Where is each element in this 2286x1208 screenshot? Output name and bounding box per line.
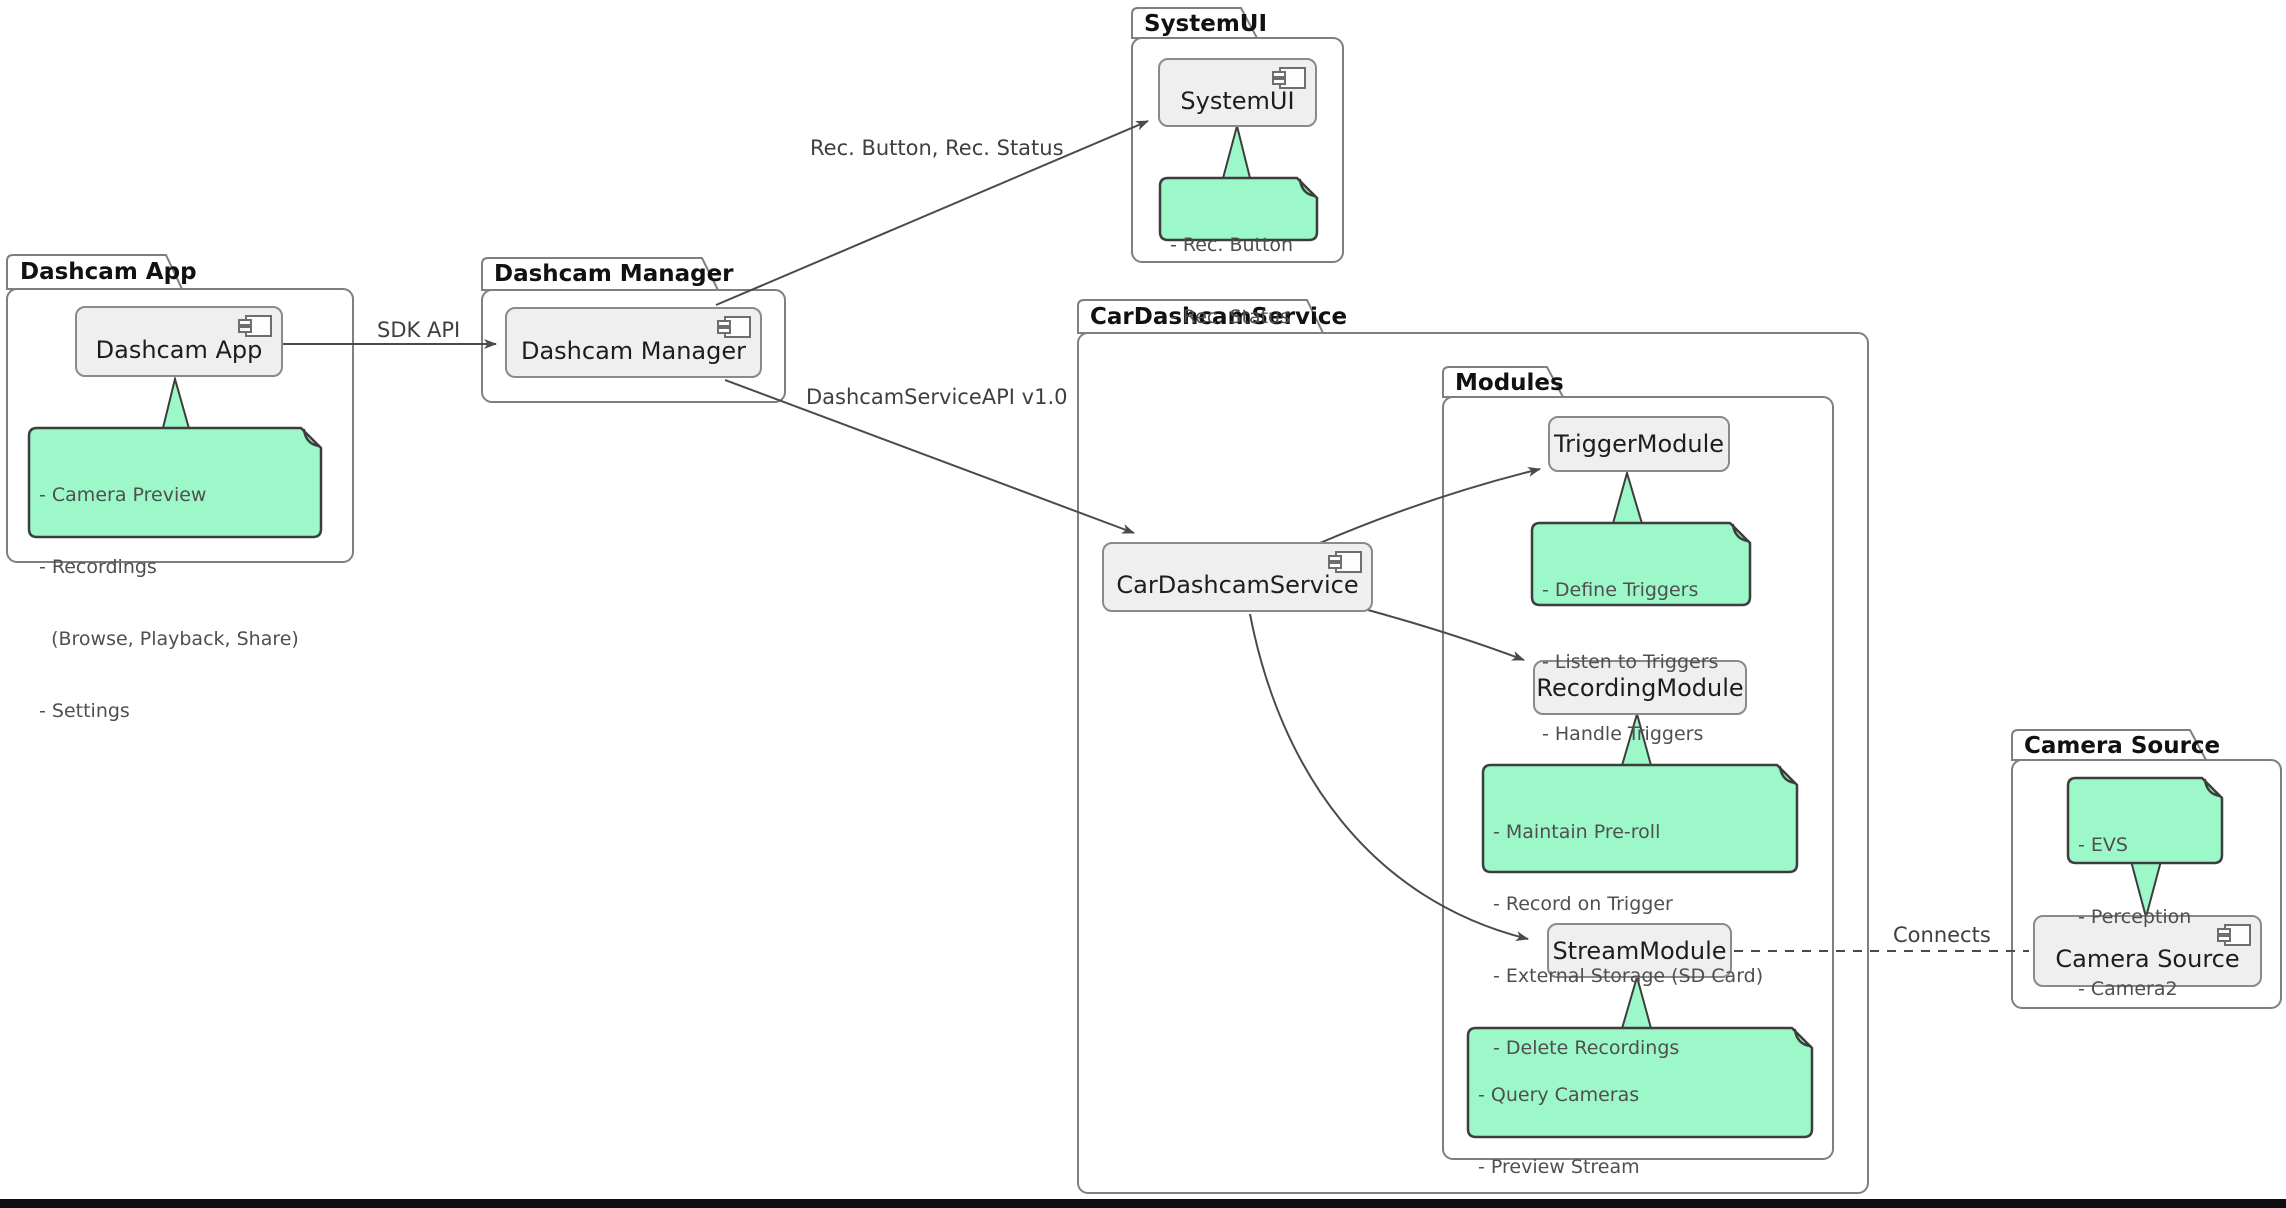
note-systemui: - Rec. Button - Rec. Status: [1170, 234, 1294, 328]
package-title-camera-source: Camera Source: [2024, 733, 2221, 759]
component-cardashcamservice: CarDashcamService: [1102, 542, 1373, 612]
component-systemui: SystemUI: [1158, 58, 1317, 127]
edge-label-sdk-api: SDK API: [377, 318, 461, 342]
component-icon: [1327, 550, 1363, 574]
note-recording-module: - Maintain Pre-roll - Record on Trigger …: [1493, 821, 1764, 1059]
component-dashcam-app: Dashcam App: [75, 306, 283, 377]
edge-label-dashcam-service-api: DashcamServiceAPI v1.0: [806, 385, 1068, 409]
component-icon: [237, 314, 273, 338]
package-title-dashcam-manager: Dashcam Manager: [494, 261, 734, 287]
component-label: RecordingModule: [1536, 673, 1744, 702]
component-label: SystemUI: [1180, 86, 1295, 115]
note-trigger-module: - Define Triggers - Listen to Triggers -…: [1542, 579, 1719, 745]
edge-label-rec-button-status: Rec. Button, Rec. Status: [810, 136, 1064, 160]
component-label: CarDashcamService: [1116, 571, 1359, 599]
component-icon: [2216, 923, 2252, 947]
component-label: Dashcam Manager: [520, 336, 746, 365]
component-camera-source: Camera Source: [2033, 915, 2262, 987]
note-dashcam-app: - Camera Preview - Recordings (Browse, P…: [39, 484, 299, 722]
package-title-modules: Modules: [1455, 370, 1564, 396]
component-label: StreamModule: [1552, 936, 1727, 965]
component-trigger-module: TriggerModule: [1548, 416, 1730, 472]
package-title-dashcam-app: Dashcam App: [20, 259, 197, 285]
note-stream-module: - Query Cameras - Preview Stream - Snaps…: [1478, 1084, 1640, 1178]
component-label: TriggerModule: [1553, 430, 1725, 458]
component-dashcam-manager: Dashcam Manager: [505, 307, 762, 378]
component-icon: [716, 315, 752, 339]
package-title-cardashcamservice: CarDashcamService: [1090, 304, 1348, 330]
package-title-systemui: SystemUI: [1144, 11, 1268, 37]
bottom-window-edge: [0, 1199, 2286, 1208]
component-stream-module: StreamModule: [1547, 923, 1732, 978]
component-recording-module: RecordingModule: [1533, 660, 1747, 715]
component-label: Camera Source: [2055, 945, 2240, 973]
edge-label-connects: Connects: [1893, 923, 1991, 947]
note-camera-source: - EVS - Perception - Camera2: [2078, 834, 2192, 1000]
component-label: Dashcam App: [95, 335, 263, 364]
component-icon: [1271, 66, 1307, 90]
